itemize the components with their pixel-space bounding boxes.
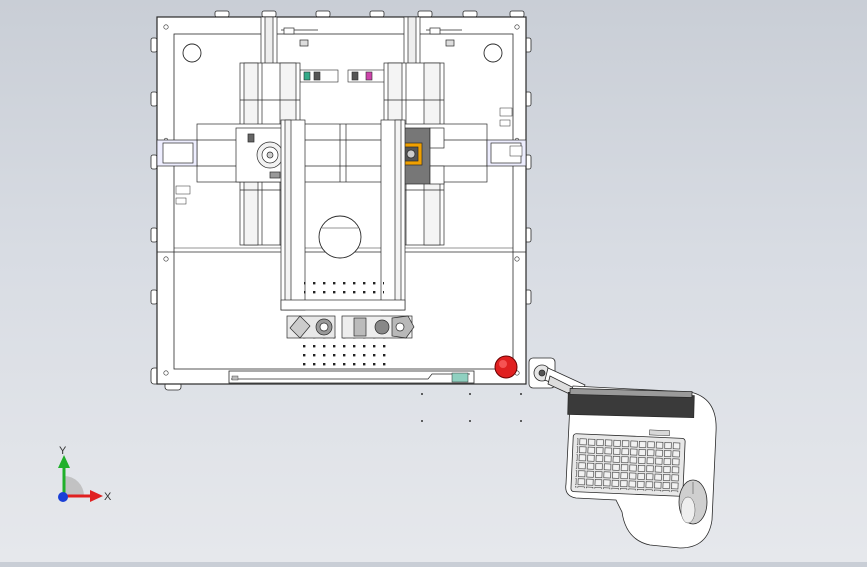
nozzle-hole-grid	[304, 278, 384, 298]
z-axis-dot	[58, 492, 68, 502]
frame-inner	[173, 33, 514, 370]
lower-conveyor	[280, 119, 406, 311]
bottom-camera	[318, 215, 362, 259]
frame-outer	[156, 16, 527, 385]
keyboard[interactable]	[570, 427, 686, 497]
side-details	[175, 107, 523, 205]
machine-frame	[150, 10, 532, 391]
x-axis-label: X	[104, 491, 112, 503]
x-axis-beam	[156, 123, 527, 183]
connector-blocks	[299, 69, 387, 83]
nozzle-hole-grid	[297, 336, 389, 366]
mouse[interactable]	[678, 479, 708, 525]
nozzle-station	[286, 315, 415, 339]
mounting-hole	[483, 43, 503, 63]
y-axis-label: Y	[59, 445, 67, 457]
mounting-hole	[182, 43, 202, 63]
emergency-stop-button[interactable]	[494, 355, 518, 379]
axis-triad: Y X	[58, 445, 112, 503]
reference-markers	[421, 393, 522, 422]
front-rail	[228, 370, 475, 384]
placement-head-right	[397, 127, 445, 185]
top-conveyor-guides	[260, 16, 462, 66]
